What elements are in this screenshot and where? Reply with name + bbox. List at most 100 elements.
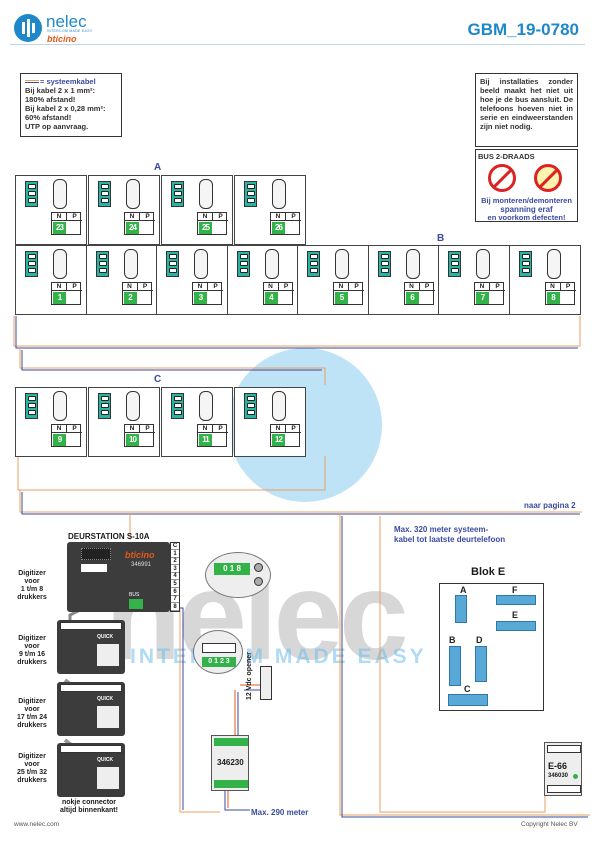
digitizer-label-line: drukkers <box>17 659 47 666</box>
cable-c-down <box>17 456 326 491</box>
digitizer-label-line: drukkers <box>17 594 47 601</box>
door-code: 346991 <box>131 562 152 568</box>
e66-terminal-top <box>547 745 581 753</box>
digitizer-label-line: 25 t/m 32 <box>17 769 47 776</box>
switch-n-label: N <box>271 425 286 433</box>
switch-p-label: P <box>419 283 435 291</box>
blok-e-building-a <box>455 595 467 623</box>
switch-p-label: P <box>349 283 364 291</box>
bus-terminal <box>448 251 461 277</box>
screw-icon <box>254 563 263 572</box>
blok-e-label-c: C <box>464 684 471 694</box>
door-terminal-7: 7 <box>171 596 179 604</box>
cable-note-5: UTP op aanvraag. <box>25 122 89 131</box>
e66-code: 346030 <box>548 773 569 779</box>
digitizer-label-line: Digitizer <box>18 635 46 642</box>
switch-n-label: N <box>334 283 349 291</box>
bus-terminal <box>98 181 111 207</box>
apartment-number: 6 <box>405 292 419 304</box>
footer-left: www.nelec.com <box>14 821 60 828</box>
switch-n-label: N <box>198 425 213 433</box>
cable-b-loop <box>13 316 581 347</box>
cable-main-blue <box>21 492 580 515</box>
brand-logo: bticino <box>47 34 77 44</box>
cable-e66 <box>379 516 546 813</box>
blok-e-label-e: E <box>512 610 519 620</box>
digitizer-label-line: 17 t/m 24 <box>17 714 47 721</box>
bus-terminal <box>25 251 38 277</box>
display-mid: 0 1 2 3 <box>193 630 243 674</box>
bus-terminal <box>171 393 184 419</box>
digitizer-module-2: QUICK <box>57 620 125 674</box>
apartment-number: 8 <box>546 292 560 304</box>
digitizer-label-line: drukkers <box>17 777 47 784</box>
apartment-number: 25 <box>199 222 212 234</box>
blok-e-map: A F E B D C <box>439 583 544 711</box>
cable-right <box>339 514 590 816</box>
bus-terminal <box>25 181 38 207</box>
max-320-line2: kabel tot laatste deurtelefoon <box>394 535 506 544</box>
door-terminal-4: 4 <box>171 573 179 581</box>
doc-id: GBM_19-0780 <box>467 20 579 39</box>
apartment-number: 9 <box>53 434 66 446</box>
switch-p-label: P <box>278 283 294 291</box>
handset-icon <box>126 391 140 421</box>
digitizer-label-line: 1 t/m 8 <box>20 586 44 593</box>
switch-p-label: P <box>213 213 228 221</box>
door-terminal-8: 8 <box>171 604 179 611</box>
apartment-number: 10 <box>126 434 139 446</box>
psu-code: 346230 <box>217 758 244 767</box>
block-a-label: A <box>154 162 162 173</box>
door-terminal-2: 2 <box>171 558 179 566</box>
door-terminal-5: 5 <box>171 581 179 588</box>
bus-warning-3: en voorkom defecten! <box>487 213 566 222</box>
bus-terminal <box>236 251 250 277</box>
screw-icon <box>254 577 263 586</box>
cable-note-3: Bij kabel 2 x 0,28 mm²: <box>25 104 106 113</box>
bus-terminal <box>518 251 532 277</box>
cable-door-bus-blue <box>142 595 184 810</box>
max-320-line1: Max. 320 meter systeem- <box>394 525 489 534</box>
cable-b-to-c-blue <box>21 350 322 371</box>
apartment-number: 11 <box>199 434 212 446</box>
handset-icon <box>194 249 208 279</box>
cable-door-bus <box>139 595 220 813</box>
digitizer-label-line: Digitizer <box>18 753 46 760</box>
switch-n-label: N <box>545 283 561 291</box>
handset-icon <box>199 179 213 209</box>
handset-icon <box>126 179 140 209</box>
e66-module: E-66 346030 <box>544 742 582 796</box>
switch-p-label: P <box>286 213 301 221</box>
apartment-number: 2 <box>123 292 137 304</box>
door-opener <box>260 666 272 700</box>
digitizer-label-line: Digitizer <box>18 698 46 705</box>
cable-b-to-c <box>19 348 326 385</box>
switch-p-label: P <box>140 213 155 221</box>
apartment-number: 7 <box>476 292 489 304</box>
switch-n-label: N <box>125 213 140 221</box>
bus-terminal <box>166 251 179 277</box>
digitizer-brand: QUICK <box>97 634 114 640</box>
